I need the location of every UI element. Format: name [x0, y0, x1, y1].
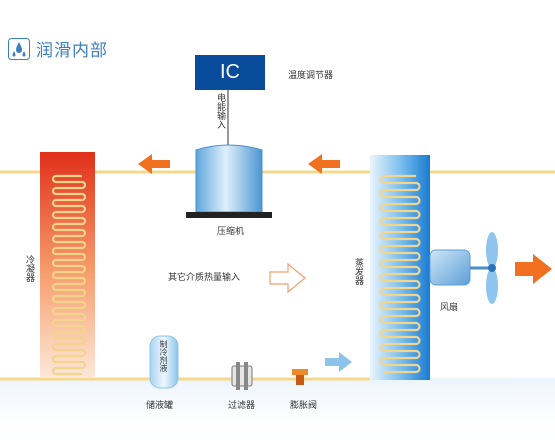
header: 润滑内部 [8, 36, 108, 61]
air-out-arrow [515, 254, 552, 284]
filter [231, 362, 253, 390]
other-heat-input-label: 其它介质热量输入 [168, 272, 241, 282]
flow-arrow-left [138, 154, 170, 174]
expansion-valve-label: 膨胀阀 [290, 400, 318, 410]
compressor-label: 压缩机 [217, 226, 245, 236]
evaporator-coil [379, 174, 421, 374]
floor-reflection [0, 378, 555, 444]
evaporator [370, 155, 430, 380]
expansion-valve [292, 369, 308, 385]
refrigerant-flow-arrow [325, 352, 352, 372]
water-drops-icon [8, 37, 30, 60]
condenser-label: 冷凝器 [25, 255, 35, 282]
page-title: 润滑内部 [36, 41, 108, 60]
filter-label: 过滤器 [228, 400, 256, 410]
fan-label: 风扇 [440, 302, 459, 312]
condenser-coil [51, 174, 87, 376]
refrigerant-liquid-label: 制冷剂液 [159, 340, 168, 372]
compressor [186, 144, 272, 218]
accumulator-label: 储液罐 [146, 400, 174, 410]
ic-box: IC [195, 55, 265, 90]
temperature-controller-label: 温度调节器 [288, 70, 334, 80]
flow-arrow-right [308, 154, 340, 174]
heat-input-arrow [269, 262, 306, 294]
condenser [40, 152, 95, 377]
power-input-label: 电能输入 [216, 93, 226, 129]
accumulator-tank [149, 335, 179, 389]
evaporator-label: 蒸发器 [354, 258, 364, 285]
fan [429, 232, 498, 304]
